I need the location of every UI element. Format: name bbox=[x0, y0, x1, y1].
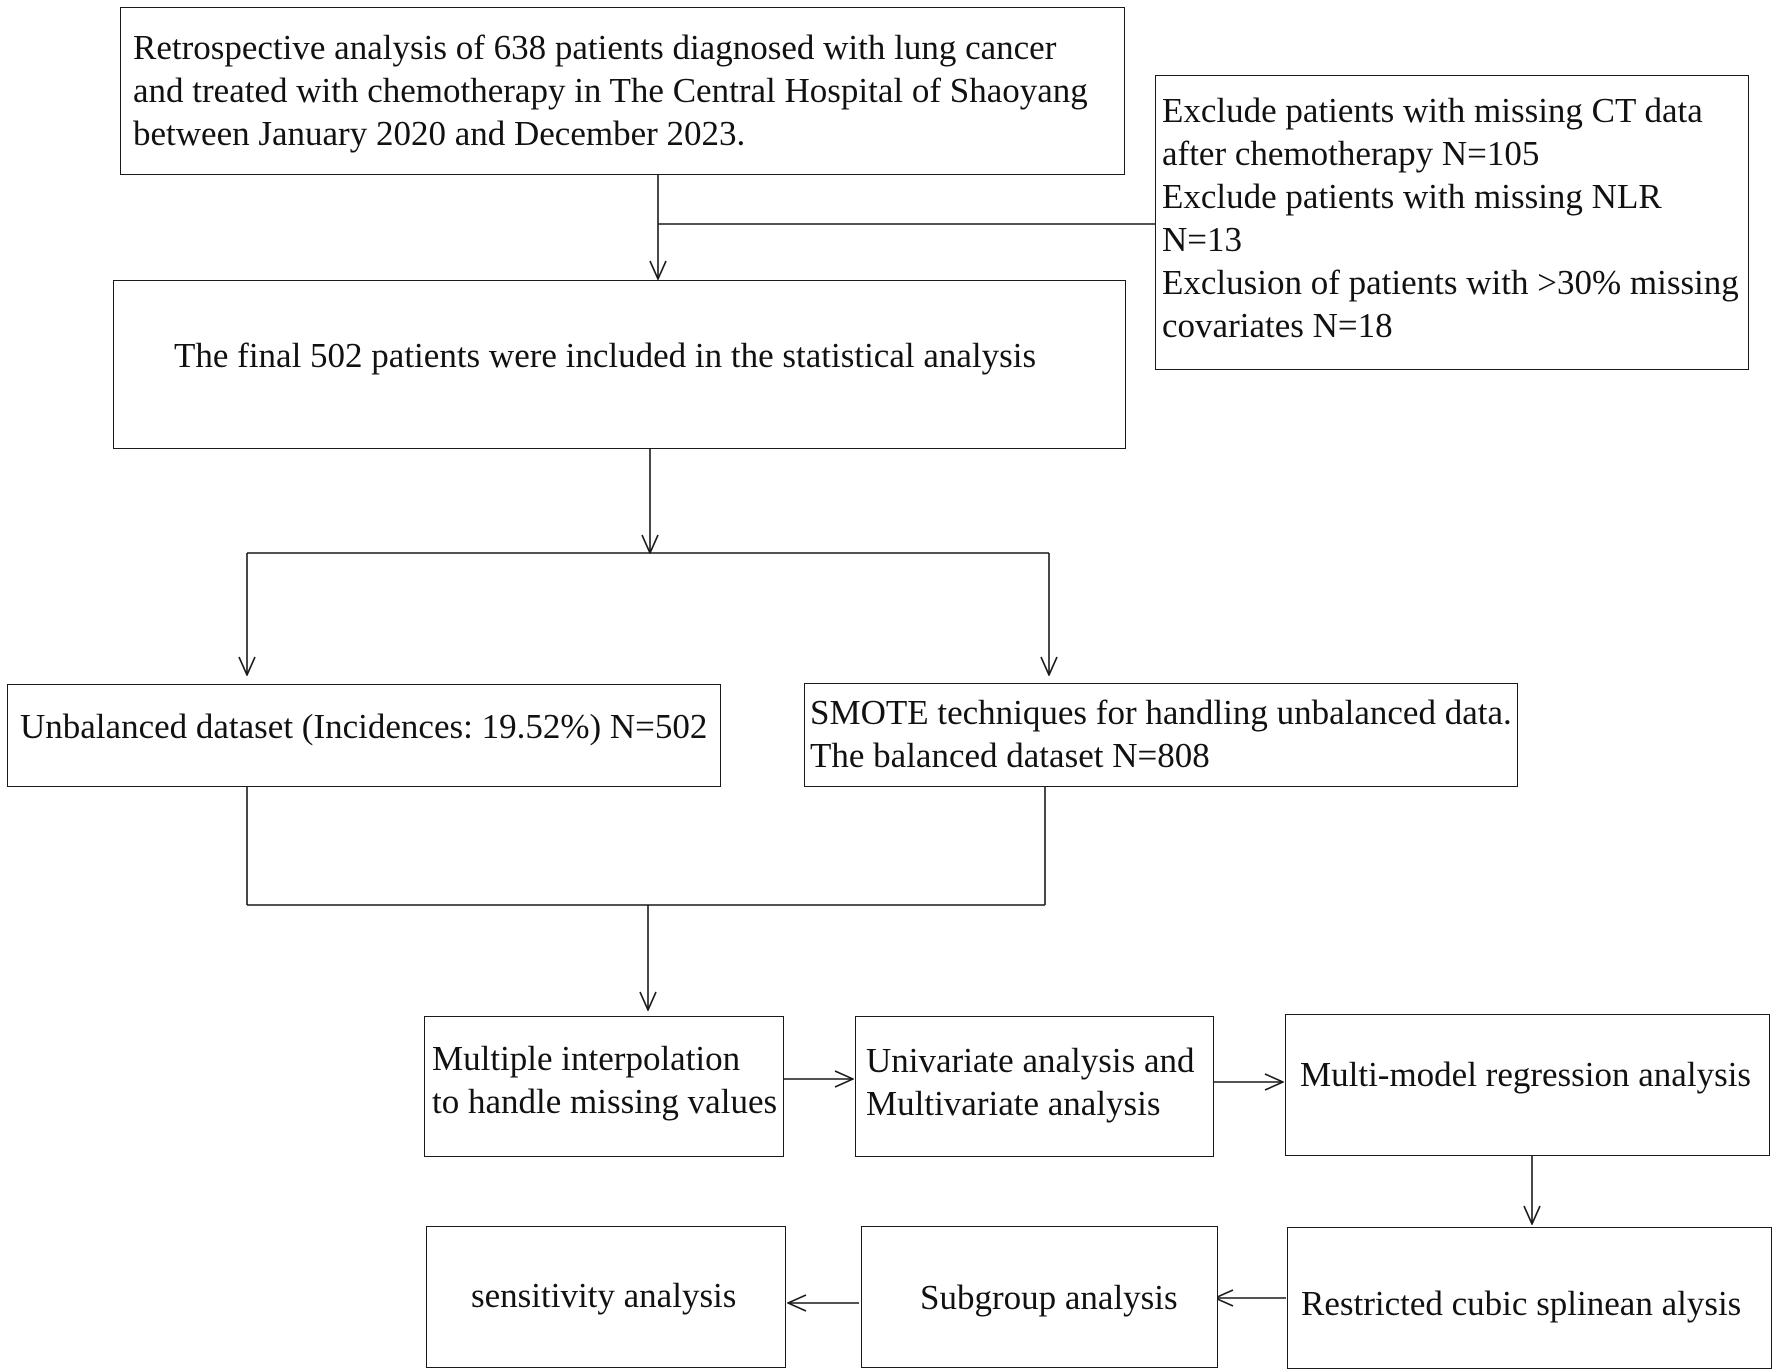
retrospective-line-2: and treated with chemotherapy in The Cen… bbox=[133, 71, 1088, 110]
exclusion-criteria-box: Exclude patients with missing CT data af… bbox=[1155, 75, 1749, 370]
interpolation-line-1: Multiple interpolation bbox=[432, 1039, 741, 1078]
exclusion-line-6: covariates N=18 bbox=[1162, 306, 1393, 345]
smote-box: SMOTE techniques for handling unbalanced… bbox=[804, 683, 1518, 787]
retrospective-line-3: between January 2020 and December 2023. bbox=[133, 114, 746, 153]
sensitivity-text: sensitivity analysis bbox=[471, 1276, 737, 1315]
final-patients-text: The final 502 patients were included in … bbox=[174, 336, 1037, 375]
unbalanced-dataset-box: Unbalanced dataset (Incidences: 19.52%) … bbox=[7, 684, 721, 787]
subgroup-box: Subgroup analysis bbox=[861, 1226, 1218, 1368]
rcs-text: Restricted cubic splinean alysis bbox=[1301, 1284, 1742, 1323]
smote-line-2: The balanced dataset N=808 bbox=[810, 736, 1210, 775]
retrospective-line-1: Retrospective analysis of 638 patients d… bbox=[133, 28, 1057, 67]
univariate-line-2: Multivariate analysis bbox=[866, 1084, 1161, 1123]
exclusion-line-2: after chemotherapy N=105 bbox=[1162, 134, 1540, 173]
unbalanced-dataset-text: Unbalanced dataset (Incidences: 19.52%) … bbox=[20, 707, 708, 746]
final-patients-box: The final 502 patients were included in … bbox=[113, 280, 1126, 449]
exclusion-line-5: Exclusion of patients with >30% missing bbox=[1162, 263, 1739, 302]
smote-line-1: SMOTE techniques for handling unbalanced… bbox=[810, 693, 1512, 732]
multimodel-text: Multi-model regression analysis bbox=[1300, 1055, 1752, 1094]
subgroup-text: Subgroup analysis bbox=[920, 1278, 1178, 1317]
multimodel-box: Multi-model regression analysis bbox=[1285, 1014, 1770, 1156]
univariate-line-1: Univariate analysis and bbox=[866, 1041, 1195, 1080]
retrospective-analysis-box: Retrospective analysis of 638 patients d… bbox=[120, 7, 1125, 175]
exclusion-line-3: Exclude patients with missing NLR bbox=[1162, 177, 1662, 216]
interpolation-box: Multiple interpolation to handle missing… bbox=[424, 1016, 784, 1157]
exclusion-line-1: Exclude patients with missing CT data bbox=[1162, 91, 1703, 130]
exclusion-line-4: N=13 bbox=[1162, 220, 1243, 259]
sensitivity-box: sensitivity analysis bbox=[426, 1226, 786, 1368]
univariate-box: Univariate analysis and Multivariate ana… bbox=[855, 1016, 1214, 1157]
interpolation-line-2: to handle missing values bbox=[432, 1082, 778, 1121]
rcs-box: Restricted cubic splinean alysis bbox=[1287, 1227, 1772, 1369]
